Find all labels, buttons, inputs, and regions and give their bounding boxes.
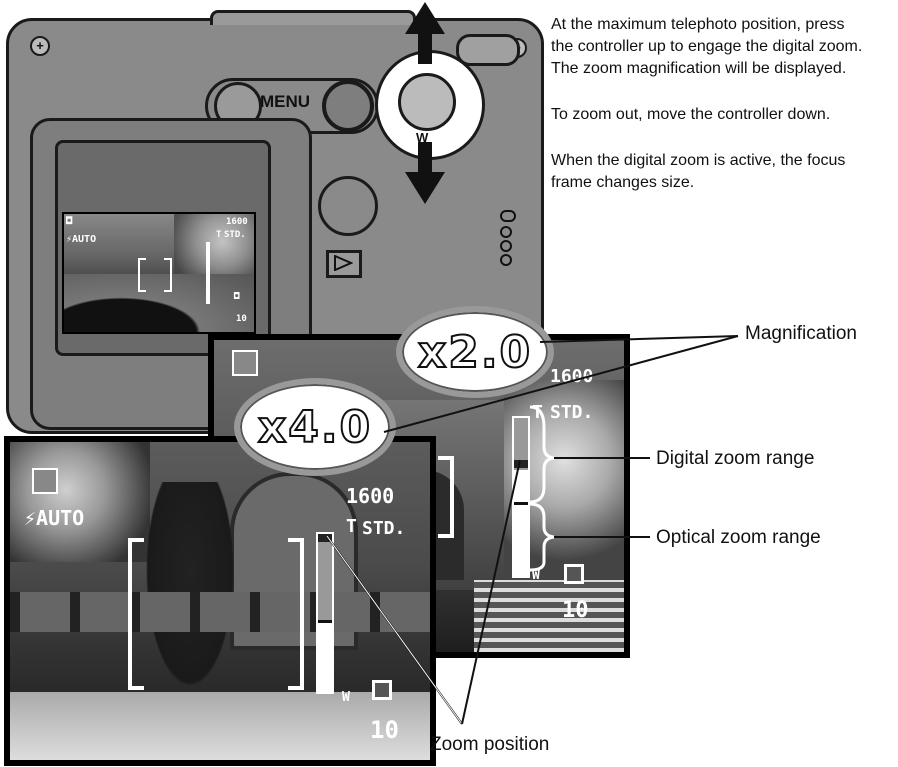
screen-2x-stairs <box>474 580 624 652</box>
screen-4x-focus-bracket-left <box>128 538 144 690</box>
instruction-line-3: The zoom magnification will be displayed… <box>551 60 847 77</box>
small-lcd-zoom-bar <box>206 242 210 304</box>
playback-button[interactable] <box>318 176 378 236</box>
small-lcd-tele: T <box>216 230 222 240</box>
callout-digital-zoom-range: Digital zoom range <box>656 448 815 469</box>
screen-4x: ⚡AUTO 1600 T STD. W 10 <box>4 436 436 766</box>
small-lcd-iso: 1600 <box>226 217 248 227</box>
indicator-lamp <box>500 240 512 252</box>
controller-wide-label: W <box>416 130 429 145</box>
camera-top-ridge <box>210 10 416 25</box>
screen-4x-quality: STD. <box>362 518 406 539</box>
instruction-line-1: At the maximum telephoto position, press <box>551 16 845 33</box>
instruction-line-4: To zoom out, move the controller down. <box>551 106 831 123</box>
instruction-line-5: When the digital zoom is active, the foc… <box>551 152 846 169</box>
arrow-up-icon <box>405 2 445 64</box>
screen-2x-size-icon <box>564 564 584 584</box>
screen-4x-wide: W <box>342 690 350 705</box>
controller-ring[interactable] <box>375 50 485 160</box>
instruction-line-6: frame changes size. <box>551 174 695 191</box>
controller-center-button[interactable] <box>398 73 456 131</box>
callout-magnification: Magnification <box>745 323 857 344</box>
screen-4x-zoom-bar <box>316 532 334 694</box>
small-lcd-focus-bracket-left <box>138 258 146 292</box>
screen-2x-frames: 10 <box>562 598 589 623</box>
screen-4x-railing <box>10 592 430 632</box>
screen-4x-tele: T <box>346 516 357 537</box>
screen-4x-tree <box>10 442 150 562</box>
screen-4x-camera-icon <box>32 468 58 494</box>
play-icon <box>326 250 362 278</box>
screen-2x-tele: T <box>532 402 543 423</box>
screen-4x-zoom-marker <box>318 534 332 542</box>
screen-4x-flash-mode: ⚡AUTO <box>24 506 85 530</box>
menu-label: MENU <box>260 92 311 111</box>
arrow-down-icon <box>405 142 445 204</box>
callout-zoom-position: Zoom position <box>430 734 550 755</box>
magnification-badge-2x: x2.0 <box>396 306 554 398</box>
small-lcd-bridge <box>64 274 254 332</box>
small-lcd-quality: STD. <box>224 230 246 240</box>
play-triangle-icon <box>334 255 353 271</box>
screen-2x-zoom-marker <box>514 460 528 468</box>
screw-icon: + <box>30 36 50 56</box>
screen-2x-iso: 1600 <box>550 366 594 387</box>
indicator-lamp <box>500 226 512 238</box>
screen-2x-quality: STD. <box>550 402 594 423</box>
screen-4x-zoom-divider <box>318 620 332 623</box>
screen-4x-iso: 1600 <box>346 484 395 508</box>
menu-button[interactable] <box>322 80 374 132</box>
instruction-line-2: the controller up to engage the digital … <box>551 38 863 55</box>
small-lcd-size-icon: ◘ <box>234 292 240 302</box>
zoom-range-braces <box>529 405 650 572</box>
small-lcd-flash-mode: ⚡AUTO <box>66 234 97 245</box>
screen-2x-camera-icon <box>232 350 258 376</box>
screen-4x-frames: 10 <box>370 716 399 744</box>
screen-4x-size-icon <box>372 680 392 700</box>
screen-2x-wide: W <box>532 568 540 583</box>
screen-4x-ground <box>10 692 430 760</box>
small-lcd-screen: ◘ ⚡AUTO 1600 T STD. ◘ 10 <box>62 212 256 334</box>
magnification-badge-4x: x4.0 <box>234 378 396 476</box>
magnification-2x-text: x2.0 <box>417 326 533 379</box>
small-lcd-tree <box>174 214 254 284</box>
indicator-lamp <box>500 254 512 266</box>
small-lcd-focus-bracket-right <box>164 258 172 292</box>
indicator-lamp <box>500 210 516 222</box>
magnification-4x-text: x4.0 <box>257 401 373 454</box>
screen-4x-focus-bracket-right <box>288 538 304 690</box>
small-lcd-camera-icon: ◘ <box>66 216 73 227</box>
screen-2x-focus-bracket-right <box>438 456 454 538</box>
callout-optical-zoom-range: Optical zoom range <box>656 527 821 548</box>
screen-4x-zoom-digital <box>318 534 332 620</box>
screen-2x-zoom-bar <box>512 416 530 578</box>
screen-2x-zoom-divider <box>514 502 528 505</box>
small-lcd-frames: 10 <box>236 314 247 324</box>
strap-lug-icon <box>456 34 520 66</box>
screen-2x-zoom-digital <box>514 418 528 470</box>
